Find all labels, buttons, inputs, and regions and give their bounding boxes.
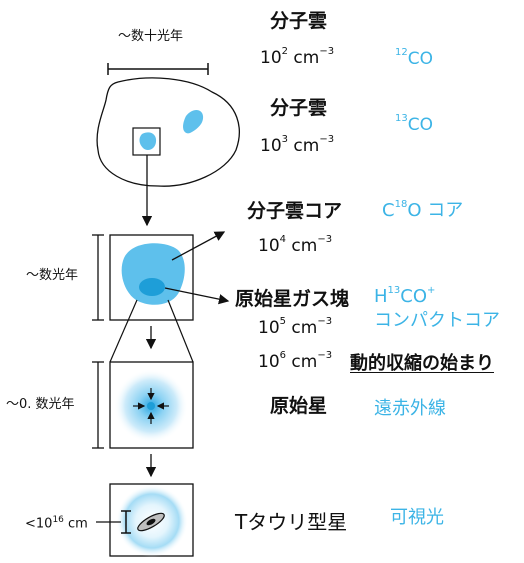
arrow-core-label: [171, 231, 226, 261]
core-box: [109, 234, 194, 321]
top-scale-label: 〜数十光年: [118, 29, 184, 44]
cloud-clump-right: [183, 110, 204, 134]
top-scale-bar: [107, 63, 209, 75]
stage-4-density: 105 cm−3: [258, 316, 333, 338]
stage-1-label: 分子雲: [270, 10, 328, 32]
ttauri-scale-label: <1016 cm: [25, 515, 88, 532]
stage-2-density: 103 cm−3: [260, 134, 335, 156]
arrow-clump-label: [164, 287, 230, 305]
stage-7-tracer: 可視光: [390, 507, 444, 528]
stage-3-density: 104 cm−3: [258, 234, 333, 256]
zoom-line-left: [109, 299, 138, 363]
ttauri-star: [146, 518, 156, 526]
stage-1-density: 102 cm−3: [260, 46, 335, 68]
protostar-box: [109, 361, 194, 449]
stage-6-tracer: 遠赤外線: [374, 398, 446, 419]
stage-2-tracer: 13CO: [395, 113, 433, 135]
stage-4-tracer: H13CO+: [374, 285, 436, 307]
stage-3-label: 分子雲コア: [247, 200, 343, 222]
stage-6-label: 原始星: [270, 395, 328, 417]
core-scale-label: 〜数光年: [26, 268, 79, 283]
protostar-scale-bar: [92, 361, 104, 449]
protostar-core: [147, 402, 155, 410]
stage-4-label: 原始星ガス塊: [235, 288, 350, 310]
protostar-scale-label: 〜0. 数光年: [6, 397, 75, 412]
cloud-clump-in-box: [139, 132, 157, 150]
molecular-cloud-outline: [96, 77, 240, 187]
stage-1-tracer: 12CO: [395, 47, 433, 69]
stage-2-label: 分子雲: [270, 97, 328, 119]
infall-arrows: [133, 388, 169, 424]
dynamical-collapse-note: 動的収縮の始まり: [350, 353, 494, 374]
zoom-line-right: [167, 299, 194, 363]
stage-5-density: 106 cm−3: [258, 350, 333, 372]
stage-4-tracer-line2: コンパクトコア: [374, 310, 500, 331]
stage-7-label: Tタウリ型星: [235, 510, 348, 534]
stage-3-tracer: C18O コア: [382, 199, 464, 221]
core-scale-bar: [92, 234, 104, 321]
ttauri-scale-marker: [96, 510, 131, 534]
core-dense-clump: [139, 278, 165, 296]
